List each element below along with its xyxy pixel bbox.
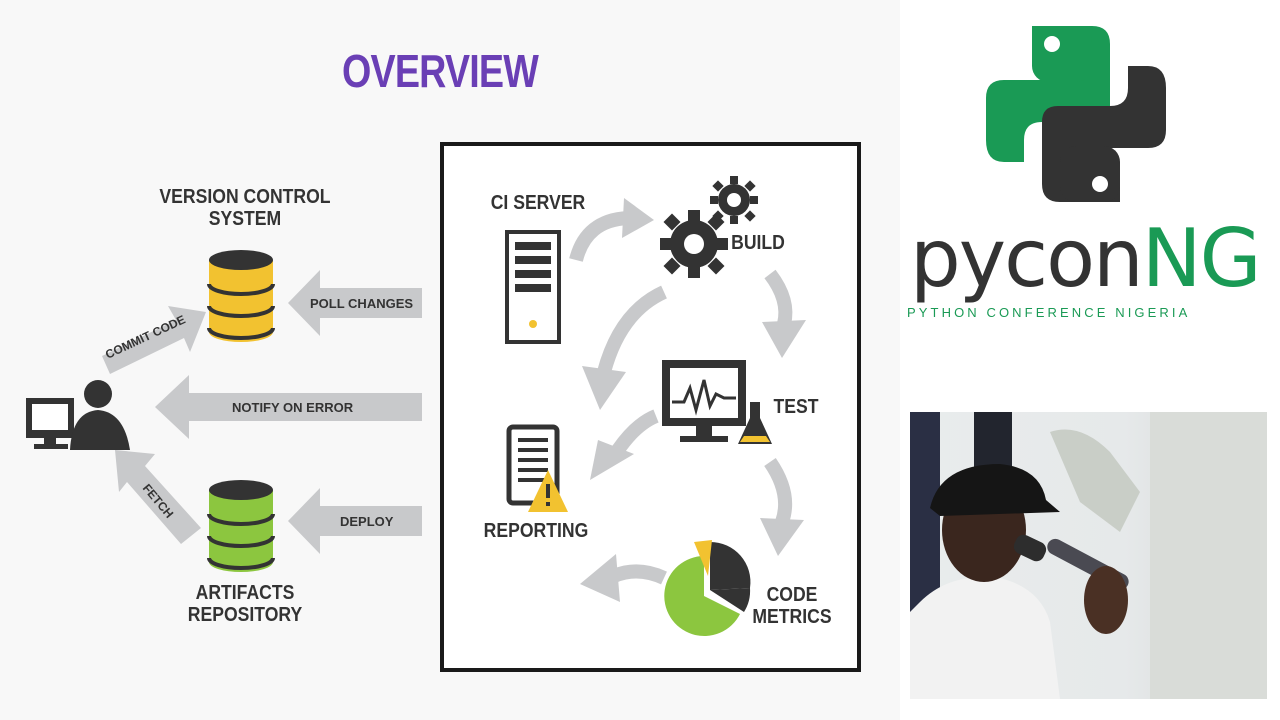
artifacts-database-icon	[207, 480, 275, 572]
code-metrics-label: CODE METRICS	[748, 584, 836, 628]
test-monitor-icon	[662, 360, 772, 444]
test-label: TEST	[773, 396, 819, 418]
pycon-logo-tagline: PYTHON CONFERENCE NIGERIA	[907, 305, 1191, 320]
ci-server-label: CI SERVER	[490, 192, 586, 214]
presentation-slide: OVERVIEW VERSION CONTROL SYSTEM ARTIFACT…	[26, 45, 861, 672]
flow-arrow-build-to-test	[762, 269, 806, 358]
notify-on-error-label: NOTIFY ON ERROR	[232, 400, 354, 415]
python-logo-icon	[986, 26, 1166, 202]
speaker-video-feed	[910, 412, 1267, 699]
flow-arrow-server-to-build	[569, 198, 654, 263]
pycon-logo-main: pycon	[910, 212, 1144, 305]
pycon-logo-wordmark: pyconNG	[910, 212, 1262, 305]
commit-code-arrow	[102, 306, 206, 374]
reporting-label: REPORTING	[483, 520, 589, 542]
flow-arrow-build-to-reporting	[582, 285, 668, 410]
slide-title: OVERVIEW	[341, 45, 539, 97]
deploy-label: DEPLOY	[340, 514, 394, 529]
server-tower-icon	[505, 230, 561, 344]
build-label: BUILD	[731, 232, 785, 254]
vcs-label: VERSION CONTROL SYSTEM	[153, 186, 338, 230]
deploy-arrow	[288, 488, 422, 554]
poll-changes-label: POLL CHANGES	[310, 296, 414, 311]
notify-on-error-arrow	[155, 375, 422, 439]
vcs-database-icon	[207, 250, 275, 342]
flow-arrow-test-to-metrics	[760, 458, 804, 556]
flow-arrow-test-to-reporting	[590, 409, 659, 480]
code-metrics-line1: CODE	[766, 584, 818, 606]
vcs-label-line2: SYSTEM	[208, 208, 282, 230]
artifacts-label-line1: ARTIFACTS	[195, 582, 295, 604]
flow-arrow-metrics-to-reporting	[580, 554, 667, 602]
reporting-document-icon	[506, 424, 568, 512]
fetch-arrow	[115, 450, 201, 544]
code-metrics-pie-icon	[664, 540, 751, 636]
artifacts-label: ARTIFACTS REPOSITORY	[153, 582, 338, 626]
pycon-logo-accent: NG	[1141, 212, 1262, 305]
code-metrics-line2: METRICS	[752, 606, 832, 628]
speaker-video-image	[910, 412, 1267, 699]
poll-changes-arrow	[288, 270, 422, 336]
developer-workstation-icon	[26, 380, 130, 450]
build-gears-icon	[660, 176, 758, 278]
artifacts-label-line2: REPOSITORY	[187, 604, 303, 626]
vcs-label-line1: VERSION CONTROL	[159, 186, 331, 208]
